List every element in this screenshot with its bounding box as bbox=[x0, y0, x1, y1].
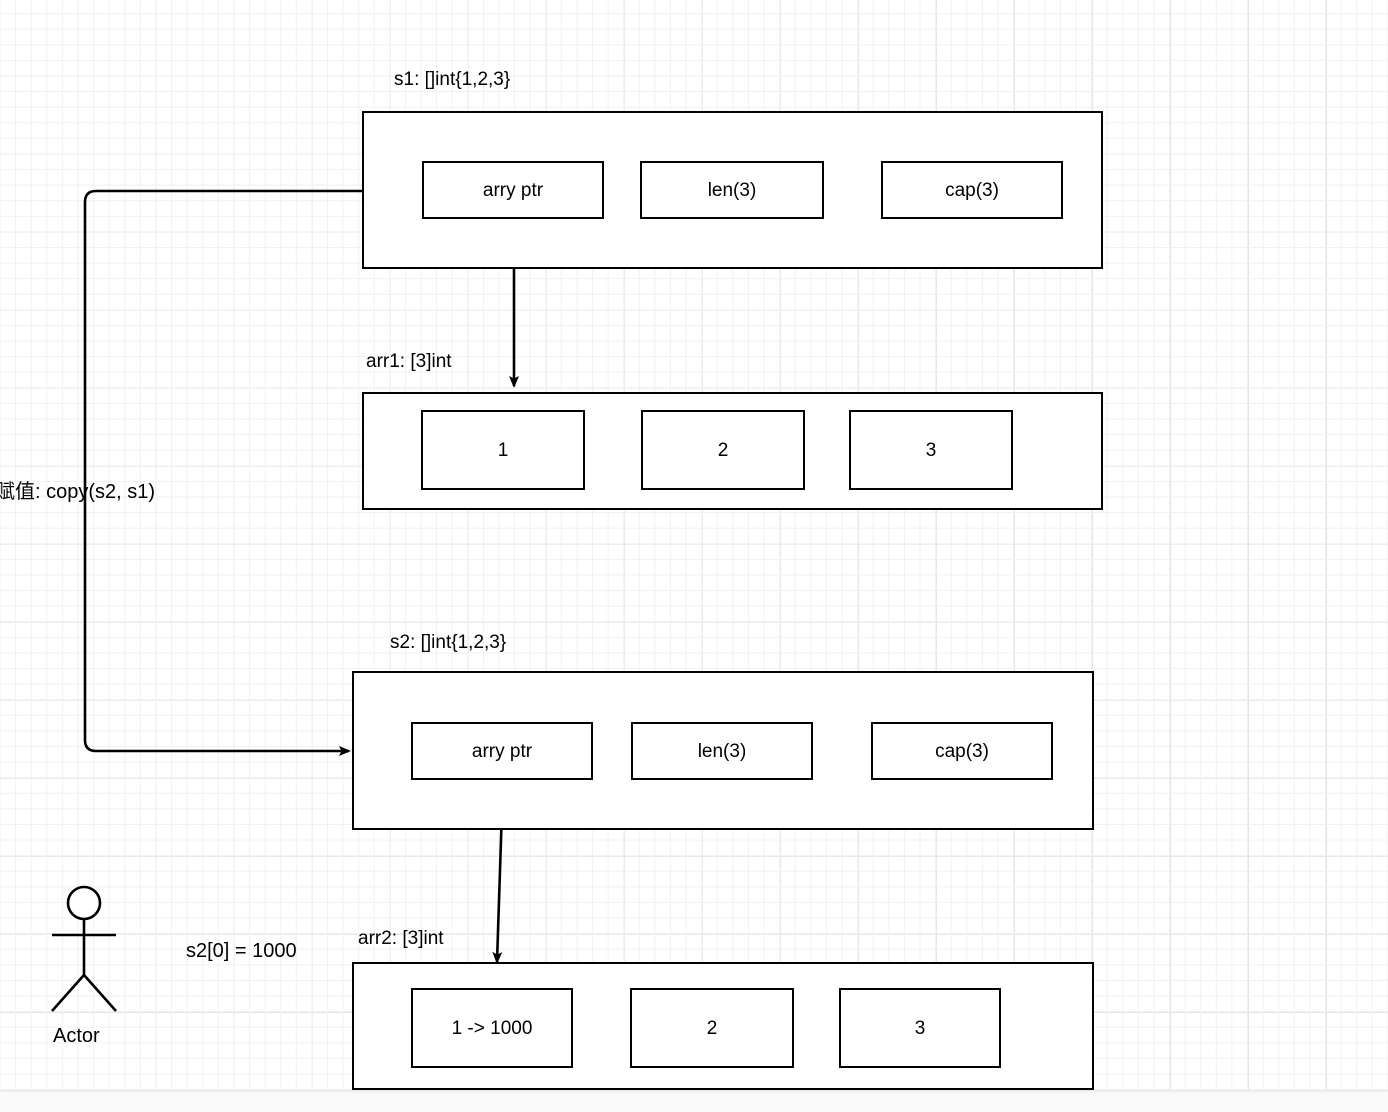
caption-arr2: arr2: [3]int bbox=[358, 928, 444, 949]
field-s1-cap[interactable]: cap(3) bbox=[881, 161, 1063, 219]
caption-s2: s2: []int{1,2,3} bbox=[390, 632, 507, 653]
caption-s1: s1: []int{1,2,3} bbox=[394, 69, 511, 90]
label-assignment-operation: s2[0] = 1000 bbox=[186, 940, 297, 962]
cell-arr1-elem-0[interactable]: 1 bbox=[421, 410, 585, 490]
cell-arr2-elem-1[interactable]: 2 bbox=[630, 988, 794, 1068]
cell-arr2-elem-0[interactable]: 1 -> 1000 bbox=[411, 988, 573, 1068]
caption-arr1: arr1: [3]int bbox=[366, 351, 452, 372]
field-s2-cap[interactable]: cap(3) bbox=[871, 722, 1053, 780]
label-copy-operation: 赋值: copy(s2, s1) bbox=[0, 481, 156, 503]
field-s2-len[interactable]: len(3) bbox=[631, 722, 813, 780]
actor-label: Actor bbox=[53, 1025, 100, 1047]
actor-stick-figure-icon[interactable] bbox=[44, 885, 124, 1015]
field-s1-arry-ptr[interactable]: arry ptr bbox=[422, 161, 604, 219]
cell-arr1-elem-1[interactable]: 2 bbox=[641, 410, 805, 490]
field-s1-len[interactable]: len(3) bbox=[640, 161, 824, 219]
field-s2-arry-ptr[interactable]: arry ptr bbox=[411, 722, 593, 780]
cell-arr1-elem-2[interactable]: 3 bbox=[849, 410, 1013, 490]
cell-arr2-elem-2[interactable]: 3 bbox=[839, 988, 1001, 1068]
